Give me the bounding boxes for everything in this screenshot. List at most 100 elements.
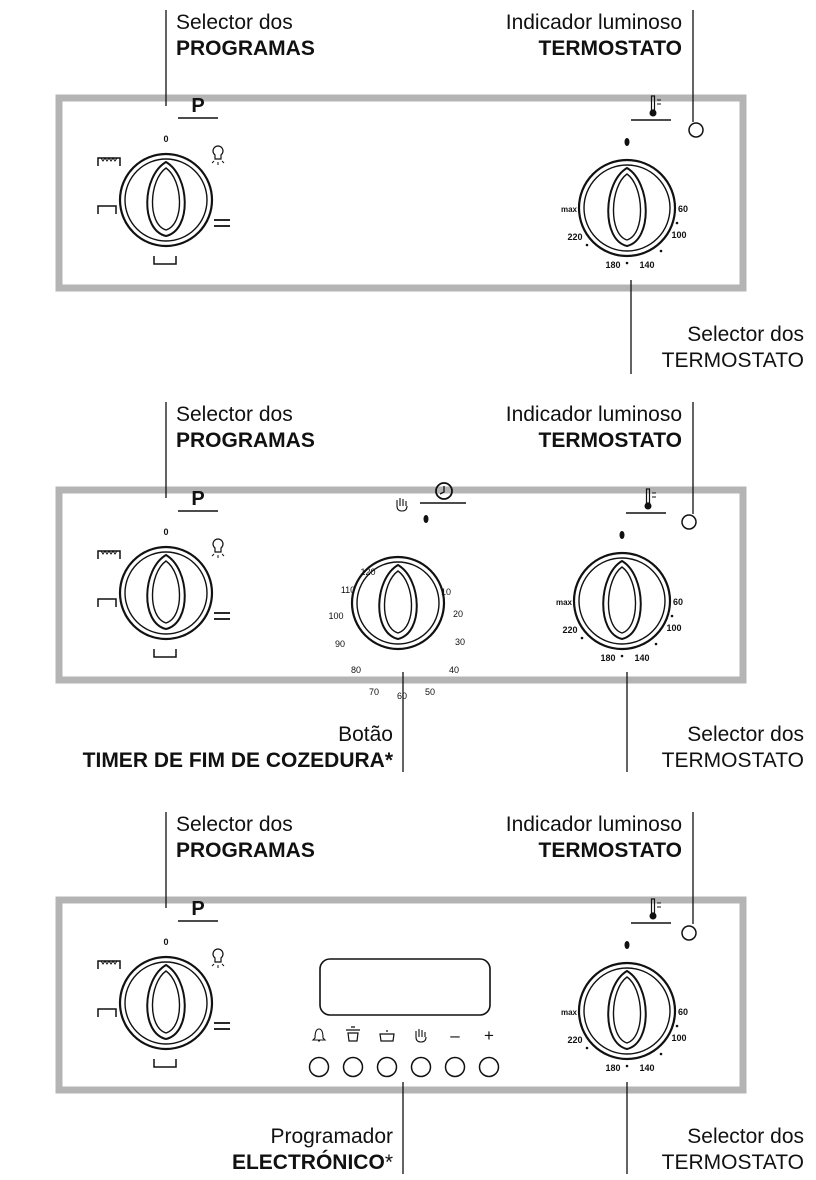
knob-pointer <box>607 166 647 248</box>
knob-rim <box>572 551 672 651</box>
scale-dot <box>580 636 584 640</box>
knob-pointer-inner <box>612 173 642 241</box>
knob-pointer <box>607 969 647 1051</box>
clock-icon <box>435 482 453 500</box>
grill-zigzag <box>100 550 118 555</box>
knob-pointer-inner <box>151 167 181 231</box>
programs-selector-knob: P0 <box>97 898 230 1068</box>
program-letter-p: P <box>191 898 204 920</box>
programmer-button <box>376 1056 398 1078</box>
programmer-label-line2: ELECTRÓNICO* <box>231 1151 393 1174</box>
knob-inner-rim <box>583 967 671 1055</box>
end-timer-label: Botão TIMER DE FIM DE COZEDURA* <box>83 722 393 774</box>
thermostat-light-label: Indicador luminoso TERMOSTATO <box>506 10 682 62</box>
knob <box>118 152 214 248</box>
hand-icon <box>396 498 408 512</box>
programmer-button <box>308 1056 330 1078</box>
knob-pointer-inner <box>612 976 642 1044</box>
thermostat-label-line1: Selector dos <box>687 323 804 346</box>
programmer-button <box>444 1056 466 1078</box>
programs-label-line2: PROGRAMAS <box>176 37 315 60</box>
hand-icon <box>415 1029 427 1043</box>
timer-label-90: 90 <box>335 639 345 649</box>
temp-label-max: max <box>561 205 578 214</box>
light-label-line2: TERMOSTATO <box>538 37 683 60</box>
pot-icon <box>379 1030 395 1042</box>
timer-label-30: 30 <box>455 637 465 647</box>
panel-frame <box>55 94 747 292</box>
pot-shape <box>379 1030 395 1042</box>
thermostat-off-marker <box>624 941 630 949</box>
thermostat-label-line1: Selector dos <box>687 723 804 746</box>
timer-label-20: 20 <box>453 609 463 619</box>
program-letter-p: P <box>191 95 204 117</box>
temp-label-180: 180 <box>605 1063 620 1073</box>
thermostat-light-label: Indicador luminoso TERMOSTATO <box>506 402 682 454</box>
scale-dot <box>625 261 629 265</box>
thermometer-bulb <box>649 109 657 117</box>
scale-dot <box>659 249 663 253</box>
programs-label-line1: Selector dos <box>176 11 293 34</box>
knob-rim <box>118 545 214 641</box>
timer-label-60: 60 <box>397 691 407 701</box>
knob-inner-rim <box>356 561 440 645</box>
panel-frame <box>55 896 747 1094</box>
pot-lid-icon <box>346 1026 360 1042</box>
temp-label-140: 140 <box>634 653 649 663</box>
scale-dot <box>625 1064 629 1068</box>
knob-inner-rim <box>583 164 671 252</box>
thermostat-off-marker <box>624 138 630 146</box>
knob-inner-rim <box>124 551 208 635</box>
program-zero-label: 0 <box>163 527 168 537</box>
grill-zigzag <box>100 157 118 162</box>
thermostat-selector-label: Selector dos TERMOSTATO <box>662 1124 804 1176</box>
oven-lamp-icon <box>212 538 224 553</box>
light-label-line1: Indicador luminoso <box>505 813 682 836</box>
timer-off-marker <box>423 515 429 523</box>
knob-rim <box>350 555 446 651</box>
timer-label-80: 80 <box>351 665 361 675</box>
temp-label-60: 60 <box>678 204 688 214</box>
programmer-label-line1: Programador <box>270 1125 393 1148</box>
knob-inner-rim <box>124 158 208 242</box>
thermostat-label-line1: Selector dos <box>687 1125 804 1148</box>
timer-label-50: 50 <box>425 687 435 697</box>
programmer-button <box>410 1056 432 1078</box>
timer-label-100: 100 <box>328 611 343 621</box>
scale-dot <box>585 1046 589 1050</box>
programmer-button <box>342 1056 364 1078</box>
programs-label-line1: Selector dos <box>176 813 293 836</box>
timer-label-110: 110 <box>341 585 355 595</box>
thermostat-selector-label: Selector dos TERMOSTATO <box>662 722 804 774</box>
program-letter-p: P <box>191 488 204 510</box>
temp-label-60: 60 <box>678 1007 688 1017</box>
timer-label-10: 10 <box>441 587 451 597</box>
thermostat-indicator-light <box>688 122 704 138</box>
pot-lid-shape <box>346 1026 360 1042</box>
light-label-line2: TERMOSTATO <box>538 429 683 452</box>
temp-label-140: 140 <box>639 260 654 270</box>
programs-label-line1: Selector dos <box>176 403 293 426</box>
scale-dot <box>659 1052 663 1056</box>
temp-label-60: 60 <box>673 597 683 607</box>
knob <box>577 961 677 1061</box>
clock-hands <box>439 486 445 495</box>
programs-selector-knob: P0 <box>97 95 230 265</box>
temp-label-100: 100 <box>671 230 686 240</box>
top-heat-icon <box>97 598 117 607</box>
timer-label-120: 120 <box>360 567 375 577</box>
temp-label-220: 220 <box>567 1035 582 1045</box>
scale-dot <box>675 1024 679 1028</box>
light-label-line1: Indicador luminoso <box>505 11 682 34</box>
lamp-rays <box>211 963 225 968</box>
thermostat-label-line2: TERMOSTATO <box>661 1151 804 1174</box>
scale-dot <box>585 243 589 247</box>
bottom-heat-icon <box>153 1059 177 1068</box>
knob <box>118 545 214 641</box>
scale-dot <box>675 221 679 225</box>
program-zero-label: 0 <box>163 134 168 144</box>
knob-pointer <box>146 553 186 631</box>
